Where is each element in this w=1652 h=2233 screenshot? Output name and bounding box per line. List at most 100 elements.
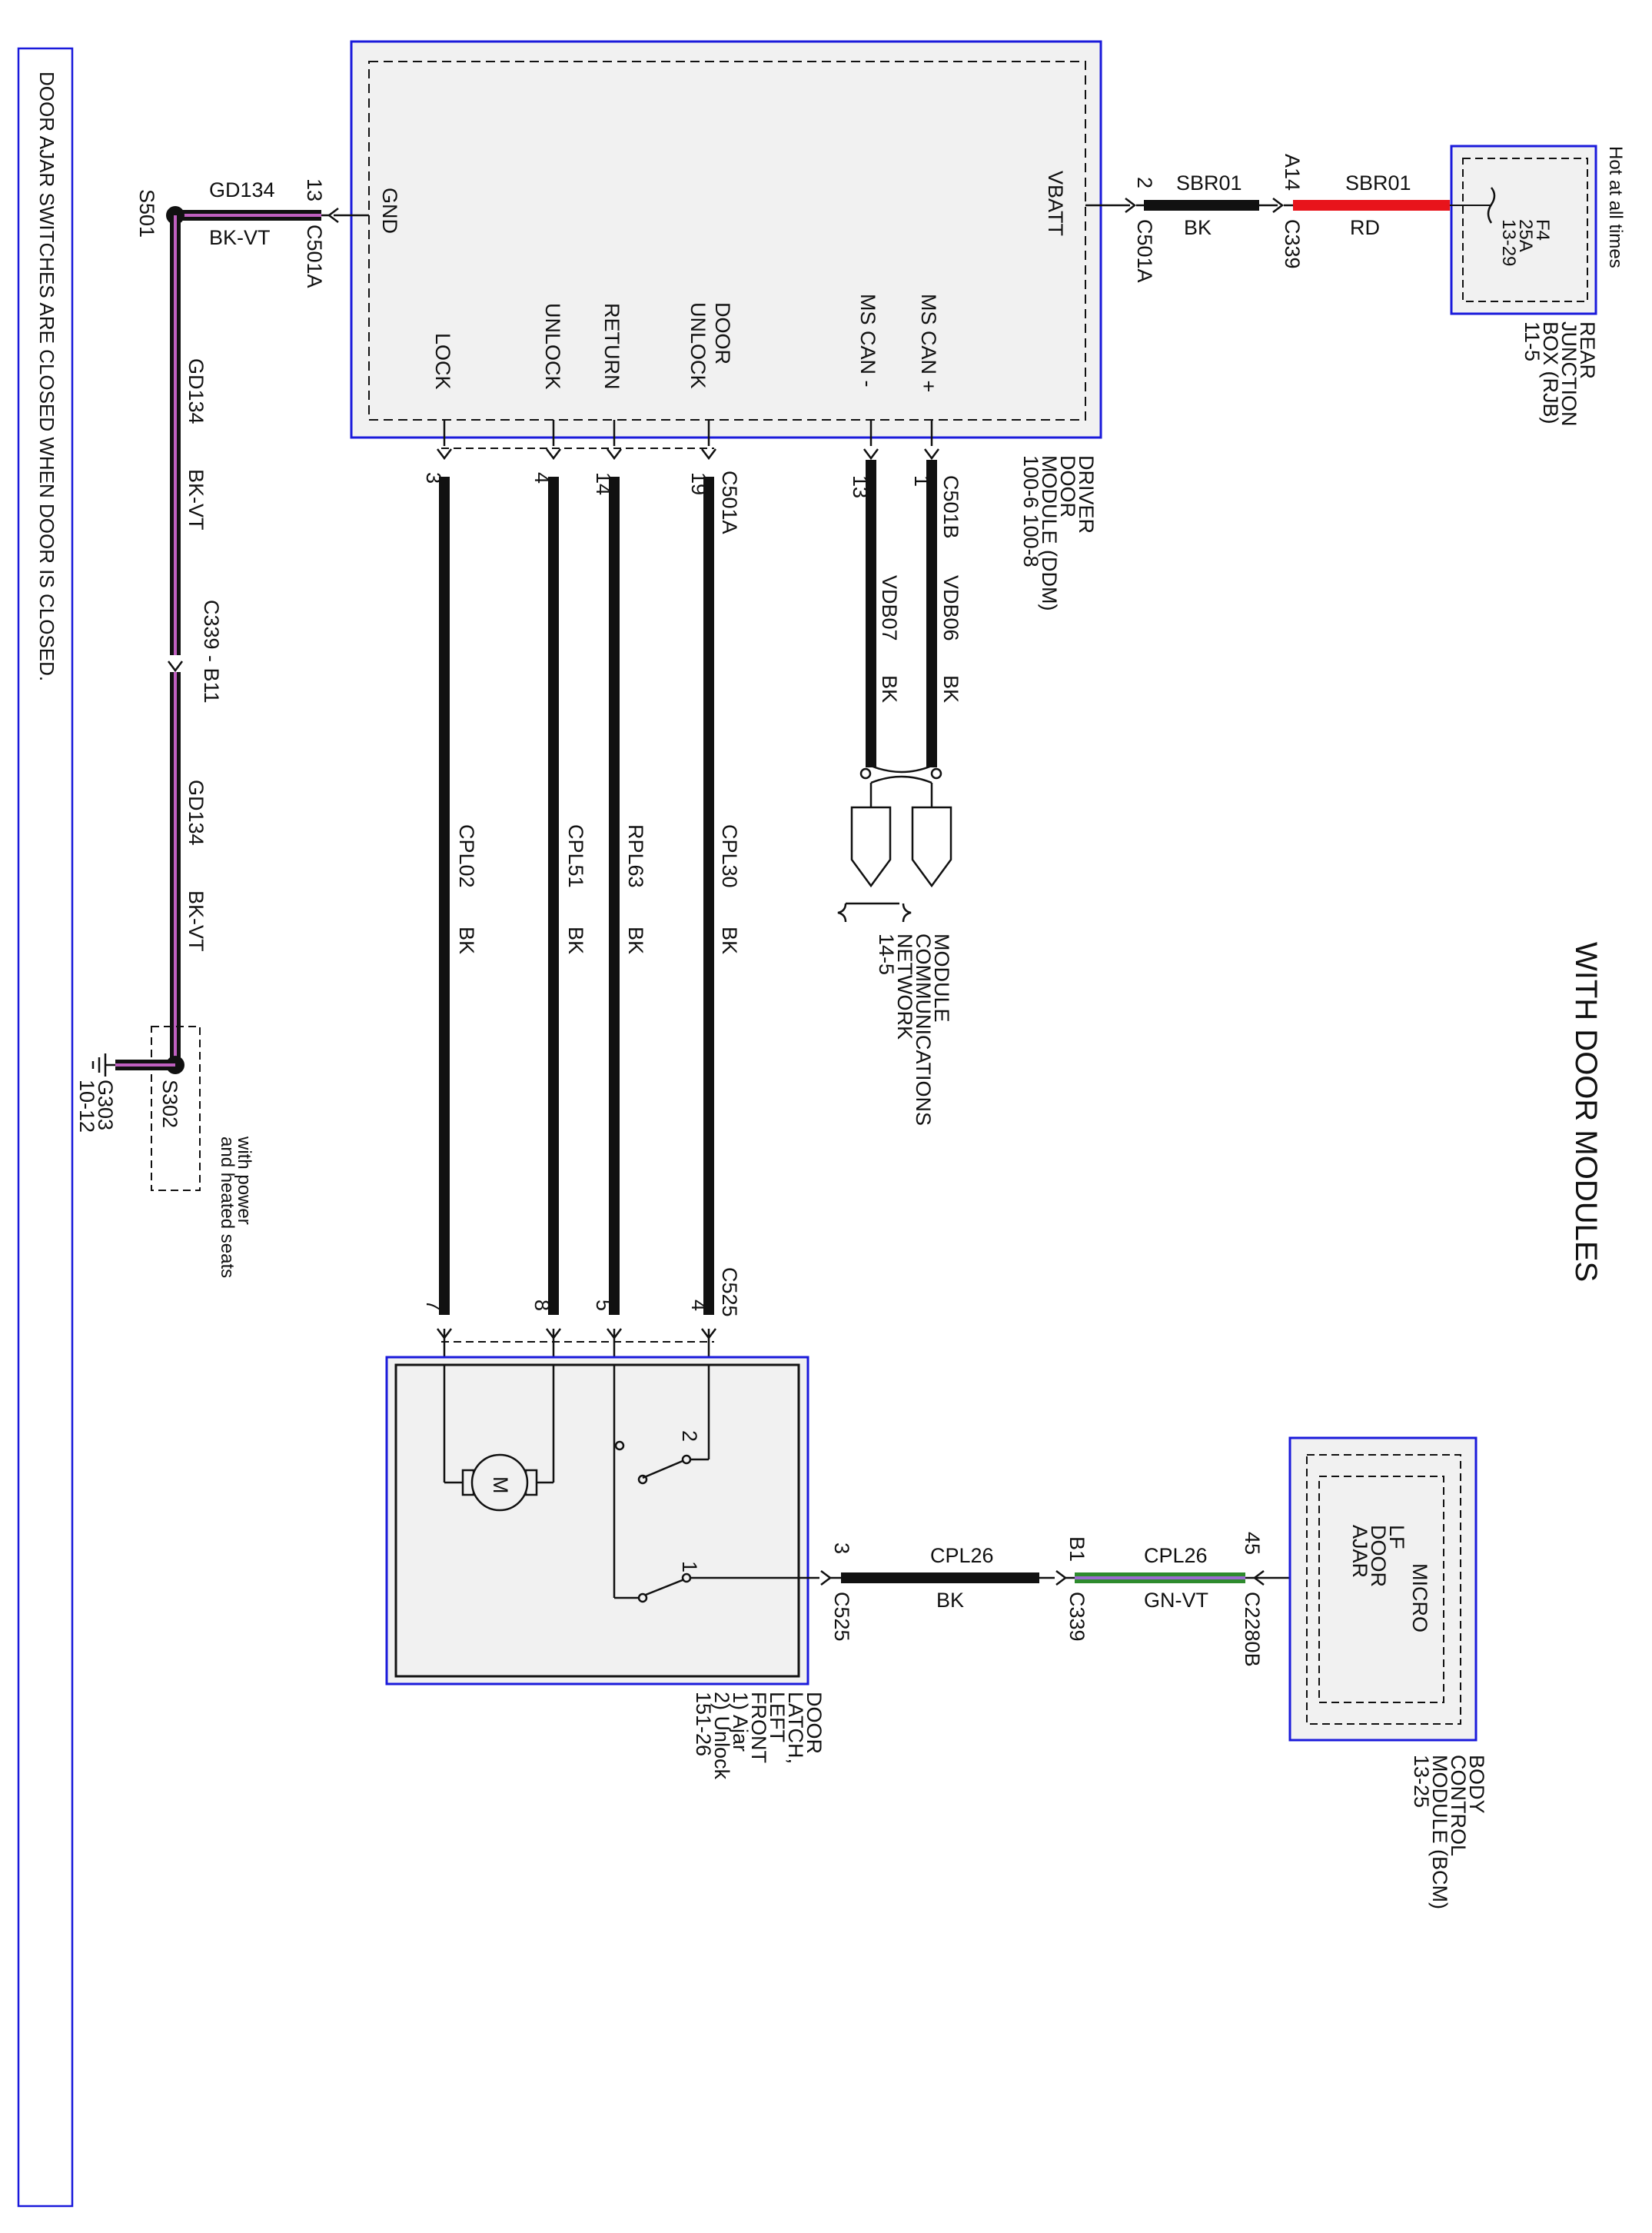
ddm-pin-return: RETURN [600,303,623,390]
can-circuit-n: VDB07 [878,575,901,641]
ddm-pin-lock: LOCK [431,333,454,390]
latch-pin-bottom-3: 8 [530,1300,553,1311]
power-conn-ddm: C501A [1133,219,1156,283]
bcm-inner-1: LF [1385,1525,1408,1549]
latch-switch-1-label: 1 [678,1561,701,1572]
latch-pin-top-4: 3 [422,472,445,484]
latch-name-2: LATCH, [784,1692,807,1764]
door-latch-component [385,1356,809,1686]
network-label-2: COMMUNICATIONS [912,933,935,1126]
ddm-pin-unlock: UNLOCK [541,303,564,390]
latch-wire-cpl30 [700,420,717,1365]
splice-s302-dashed-box [151,1026,201,1191]
latch-pin-bottom-1: 4 [687,1300,710,1311]
latch-name-5: 1) Ajar [729,1692,752,1752]
ground-color: BK-VT [209,226,271,249]
can-color-p: BK [939,675,962,703]
power-wire [1085,197,1463,214]
ajar-pin-c339: B1 [1065,1536,1089,1562]
ddm-pin-mscan-plus: MS CAN + [917,294,940,392]
bcm-micro-label: MICRO [1408,1563,1431,1632]
ddm-name-4: 100-6 100-8 [1019,455,1042,567]
ground-wire-top [177,208,369,223]
ground-conn: C501A [303,225,326,288]
ground-g303-label: G303 [94,1080,117,1130]
diagram-title: WITH DOOR MODULES [1569,942,1603,1282]
ajar-pin-c525: 3 [830,1542,853,1554]
power-color-b: RD [1350,216,1380,239]
ddm-pin-vbatt: VBATT [1044,171,1067,236]
rjb-name-2: JUNCTION [1557,321,1581,427]
ground-g303-wire [115,1060,175,1070]
latch-circuit-4: CPL02 [455,824,478,888]
note-box [17,47,74,2208]
ground-g303-page: 10-12 [75,1080,98,1133]
bcm-module [1288,1436,1477,1742]
rjb-fuse-id: F4 [1532,219,1553,241]
latch-color-2: BK [624,927,647,954]
ajar-color-a: BK [936,1589,964,1612]
bcm-name-3: MODULE (BCM) [1428,1755,1451,1909]
power-color-a: BK [1184,216,1212,239]
splice-s501-label: S501 [135,189,158,238]
ajar-conn-c525: C525 [830,1592,853,1642]
rjb-name-3: BOX (RJB) [1539,321,1562,424]
ground-icon [91,1053,115,1077]
ground-v-circuit-1: GD134 [184,358,208,424]
latch-wire-cpl02 [436,420,453,1365]
note-text: DOOR AJAR SWITCHES ARE CLOSED WHEN DOOR … [35,72,58,681]
network-label-4: 14-5 [875,933,898,975]
rjb-hot-label: Hot at all times [1605,146,1626,268]
latch-pin-top-1: 19 [687,472,710,495]
power-circuit-b: SBR01 [1345,171,1411,195]
latch-name-4: FRONT [747,1692,770,1763]
can-pin-p: 1 [910,475,933,487]
network-arrow-icon [911,806,952,888]
rjb-name-1: REAR [1576,321,1599,379]
latch-color-3: BK [564,927,587,954]
latch-color-4: BK [455,927,478,954]
motor-icon [470,1453,529,1512]
network-label-3: NETWORK [893,933,916,1040]
latch-conn-bottom: C525 [718,1267,741,1317]
ajar-color-b: GN-VT [1144,1589,1208,1612]
latch-pin-bottom-4: 7 [422,1300,445,1311]
ajar-wire [808,1569,1319,1586]
latch-pin-bottom-2: 5 [592,1300,615,1311]
latch-name-1: DOOR [803,1692,826,1754]
ground-inline-conn: C339 - B11 [200,600,223,704]
latch-circuit-3: CPL51 [564,824,587,888]
latch-wire-cpl51 [545,420,562,1365]
latch-pin-top-2: 14 [592,472,615,495]
ajar-conn-c339: C339 [1065,1592,1089,1642]
twisted-pair-icon [870,764,932,784]
network-label-1: MODULE [930,933,953,1023]
ground-pin: 13 [303,178,326,201]
rjb-name-4: 11-5 [1521,321,1544,361]
splice-note-1: with power [234,1136,254,1225]
ddm-name-1: DRIVER [1075,455,1098,534]
motor-label: M [489,1476,512,1494]
latch-wire-rpl63 [606,420,623,1365]
latch-name-3: LEFT [766,1692,789,1742]
ddm-pin-door-unlock-2: UNLOCK [686,302,710,389]
ddm-pin-mscan-minus: MS CAN - [856,294,879,388]
can-color-n: BK [878,675,901,703]
ddm-pin-door-unlock: DOOR [711,302,734,364]
ground-wire-vertical [167,215,184,1063]
latch-switch-2-label: 2 [678,1430,701,1442]
ddm-name-2: DOOR [1056,455,1079,517]
ground-v-color-2: BK-VT [184,890,208,952]
ajar-pin-bcm: 45 [1241,1532,1264,1555]
latch-name-6: 2) Unlock [710,1692,733,1780]
rjb-fuse-page: 13-29 [1498,219,1519,266]
latch-conn-top: C501A [718,471,741,534]
rjb-box [1450,145,1597,315]
splice-s302-label: S302 [158,1080,181,1128]
power-circuit-a: SBR01 [1176,171,1242,195]
ddm-name-3: MODULE (DDM) [1038,455,1061,611]
rjb-fuse-amps: 25A [1515,219,1536,252]
can-wires [837,420,952,923]
power-conn-c339: C339 [1281,219,1304,269]
network-arrow-icon-2 [850,806,892,888]
